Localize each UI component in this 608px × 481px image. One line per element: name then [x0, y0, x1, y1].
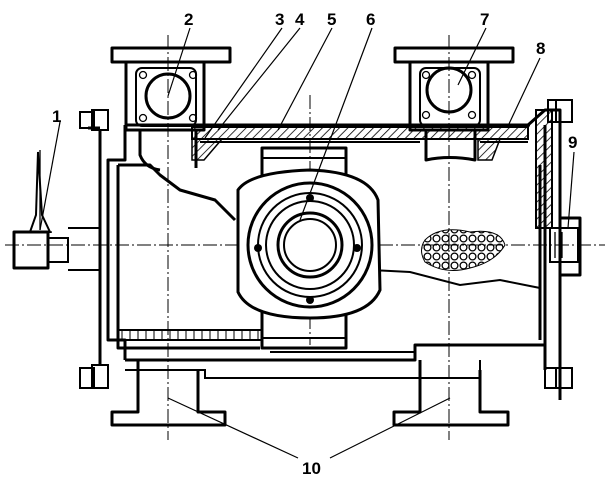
- leader-10b: [329, 397, 451, 459]
- callout-6: 6: [366, 10, 375, 29]
- leader-2: [167, 27, 191, 97]
- filter-element: [118, 163, 541, 341]
- callout-4: 4: [295, 10, 305, 29]
- callout-labels: 1 2 3 4 5 6 7 8 9 10: [52, 10, 577, 478]
- leader-7: [457, 27, 487, 86]
- leader-1: [39, 121, 61, 231]
- callout-10: 10: [302, 459, 321, 478]
- callout-2: 2: [184, 10, 193, 29]
- inlet-nozzle: [110, 46, 232, 172]
- callout-7: 7: [480, 10, 489, 29]
- leader-lines: [39, 27, 575, 459]
- outlet-nozzle: [393, 46, 515, 162]
- callout-3: 3: [275, 10, 284, 29]
- callout-1: 1: [52, 107, 61, 126]
- leader-5: [277, 27, 333, 131]
- flange-bolts: [79, 99, 573, 389]
- drain-plug: [549, 216, 582, 277]
- callout-5: 5: [327, 10, 336, 29]
- callout-9: 9: [568, 133, 577, 152]
- wire-mesh: [421, 229, 506, 271]
- leader-10a: [167, 397, 299, 459]
- callout-8: 8: [536, 39, 545, 58]
- leader-9: [567, 151, 575, 229]
- support-legs: [110, 360, 510, 427]
- leader-8: [507, 57, 541, 127]
- leader-4: [217, 27, 301, 131]
- leader-3: [204, 27, 283, 139]
- pressure-gauge: [12, 150, 101, 271]
- leader-6: [299, 27, 373, 221]
- center-housing: [236, 146, 382, 350]
